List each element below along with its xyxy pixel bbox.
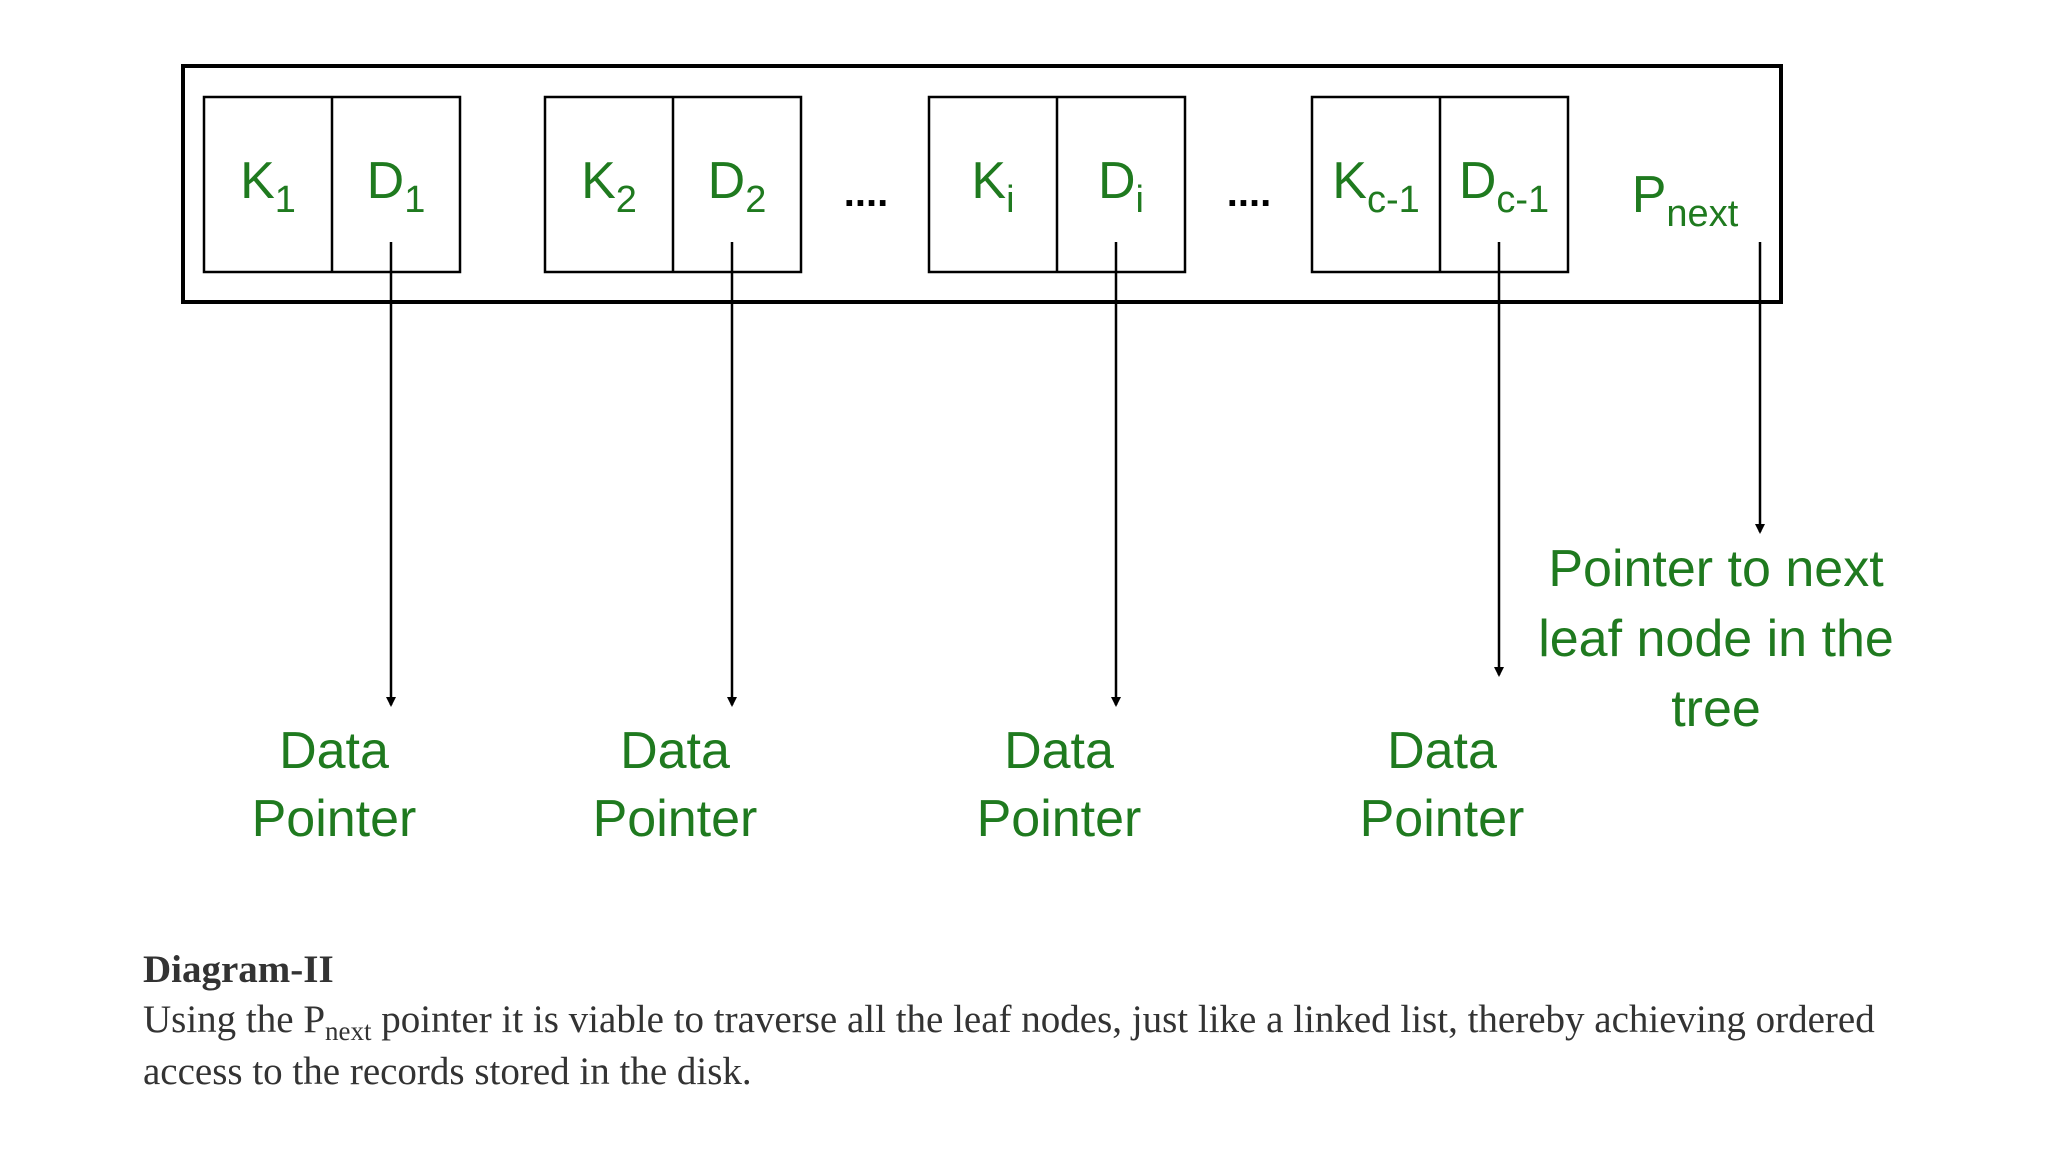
key-label: Kc-1 xyxy=(1332,152,1419,221)
key-label: K2 xyxy=(581,152,637,221)
key-label: Ki xyxy=(971,152,1014,221)
caption-text-end: pointer it is viable to traverse all the… xyxy=(143,998,1875,1093)
caption-title: Diagram-II xyxy=(143,948,334,991)
data-label: Dc-1 xyxy=(1459,152,1549,221)
leaf-node-frame xyxy=(181,64,1783,304)
leaf-cell-pair: K2 D2 xyxy=(543,95,803,274)
caption-text-subscript: next xyxy=(325,1016,372,1046)
ellipsis: .... xyxy=(844,171,888,215)
key-label: K1 xyxy=(240,152,296,221)
leaf-cell-pair: K1 D1 xyxy=(202,95,462,274)
pnext-label: Pnext xyxy=(1632,166,1739,235)
ellipsis: .... xyxy=(1227,171,1271,215)
caption: Diagram-II Using the Pnext pointer it is… xyxy=(143,946,1963,1098)
data-label: Di xyxy=(1098,152,1144,221)
caption-text: Using the Pnext pointer it is viable to … xyxy=(143,994,1963,1098)
data-label: D1 xyxy=(367,152,426,221)
leaf-cell-pair: Kc-1 Dc-1 xyxy=(1310,95,1570,274)
data-label: D2 xyxy=(708,152,767,221)
leaf-cell-pair: Ki Di xyxy=(927,95,1187,274)
caption-text-start: Using the P xyxy=(143,998,326,1041)
